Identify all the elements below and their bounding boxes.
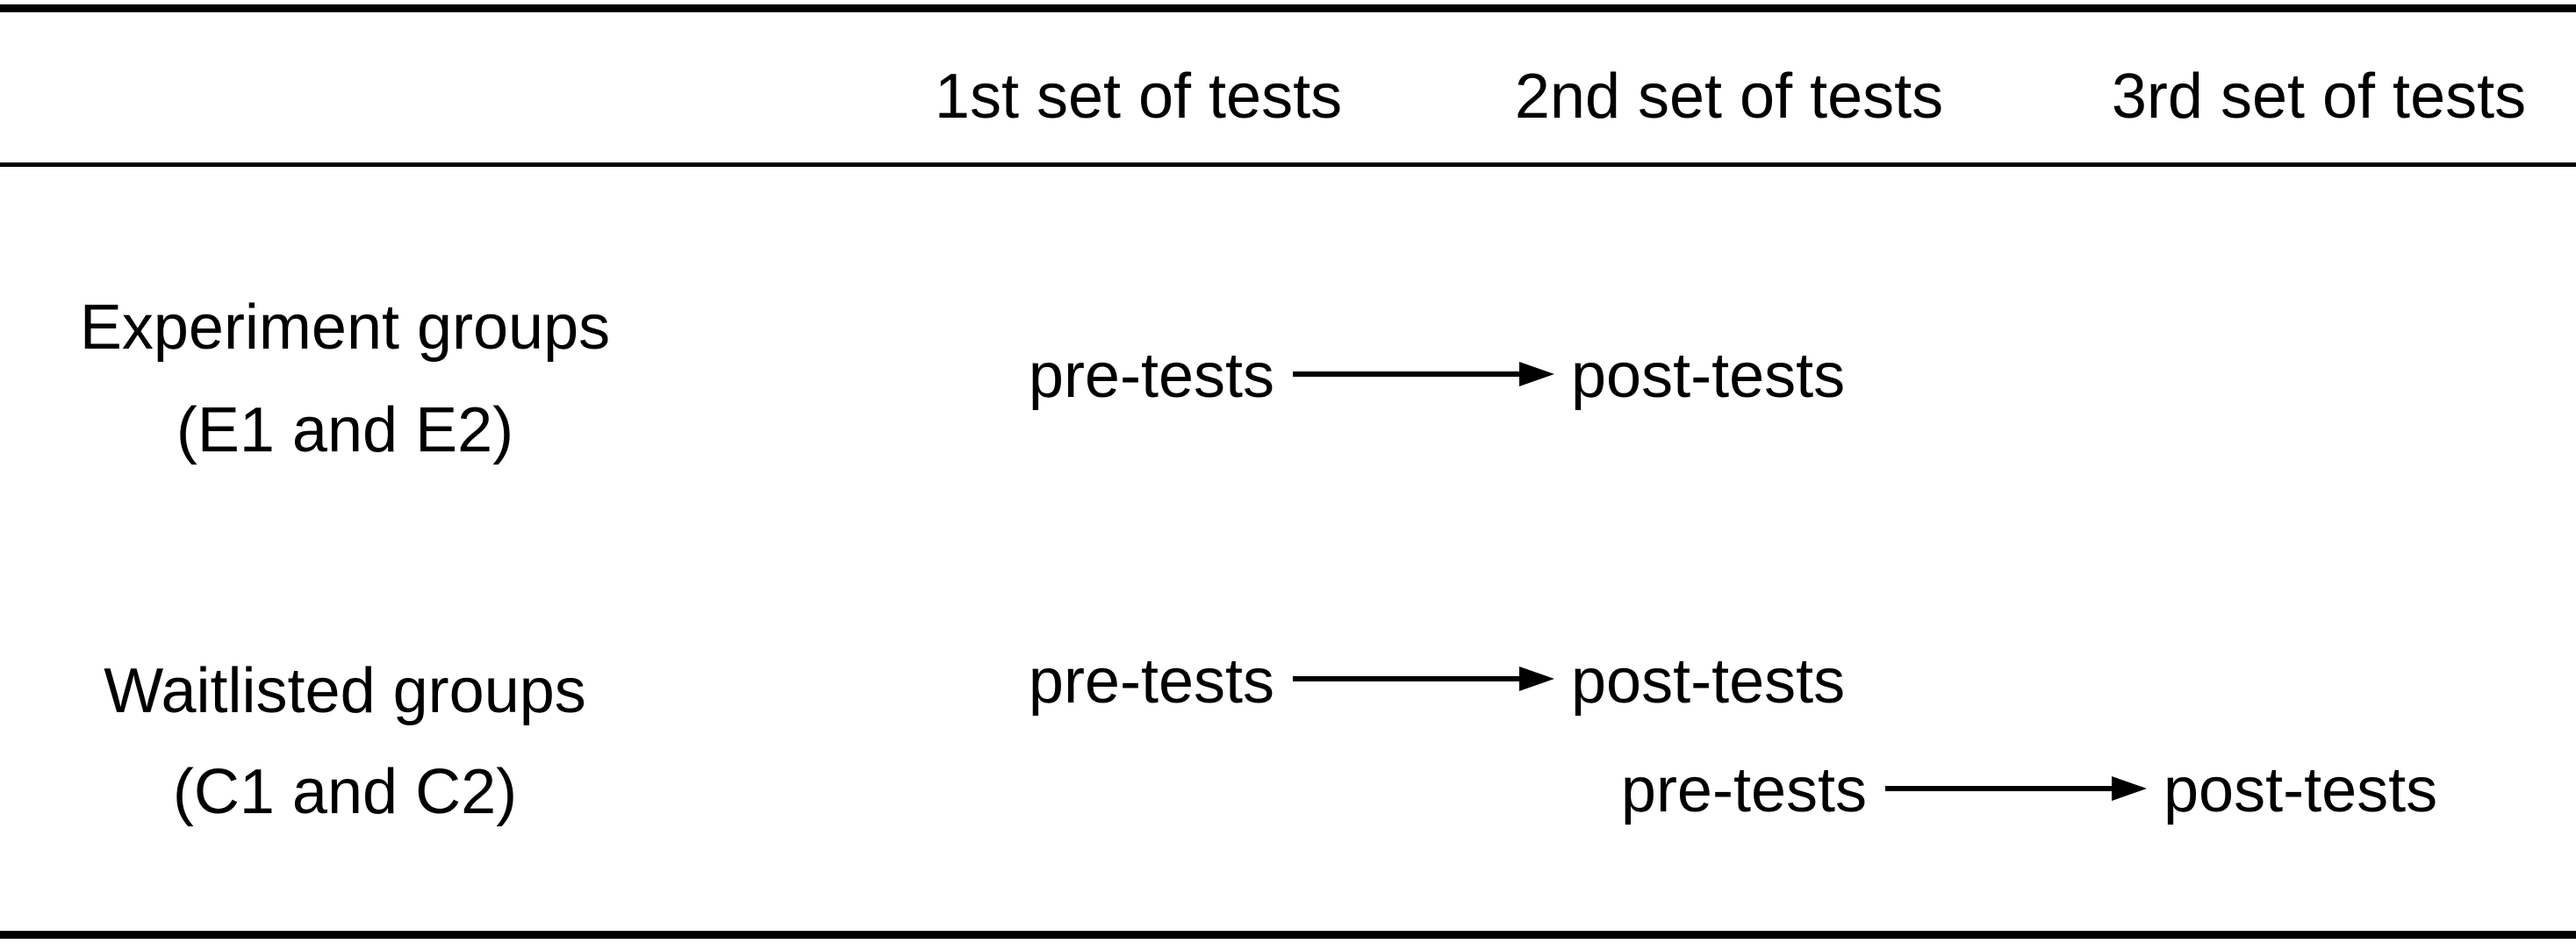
waitlisted-pre-tests-2: pre-tests (1620, 755, 1867, 825)
arrow-icon (1885, 771, 2149, 806)
header-rule (0, 162, 2576, 167)
arrow-icon (1293, 661, 1556, 696)
top-rule (0, 4, 2576, 12)
waitlisted-post-tests-2: post-tests (2163, 755, 2438, 825)
experiment-post-tests: post-tests (1571, 341, 1846, 411)
row-label-waitlisted-line2: (C1 and C2) (172, 757, 518, 827)
row-label-waitlisted-line1: Waitlisted groups (104, 656, 586, 726)
header-col-1: 1st set of tests (934, 61, 1343, 132)
arrow-icon (1293, 357, 1556, 392)
waitlisted-pre-tests-1: pre-tests (1028, 646, 1274, 717)
waitlisted-post-tests-1: post-tests (1571, 646, 1846, 717)
header-col-3: 3rd set of tests (2111, 61, 2527, 132)
bottom-rule (0, 931, 2576, 939)
header-col-2: 2nd set of tests (1514, 61, 1944, 132)
row-label-experiment-line1: Experiment groups (79, 292, 611, 363)
row-label-experiment-line2: (E1 and E2) (176, 395, 514, 465)
experiment-pre-tests: pre-tests (1028, 341, 1274, 411)
